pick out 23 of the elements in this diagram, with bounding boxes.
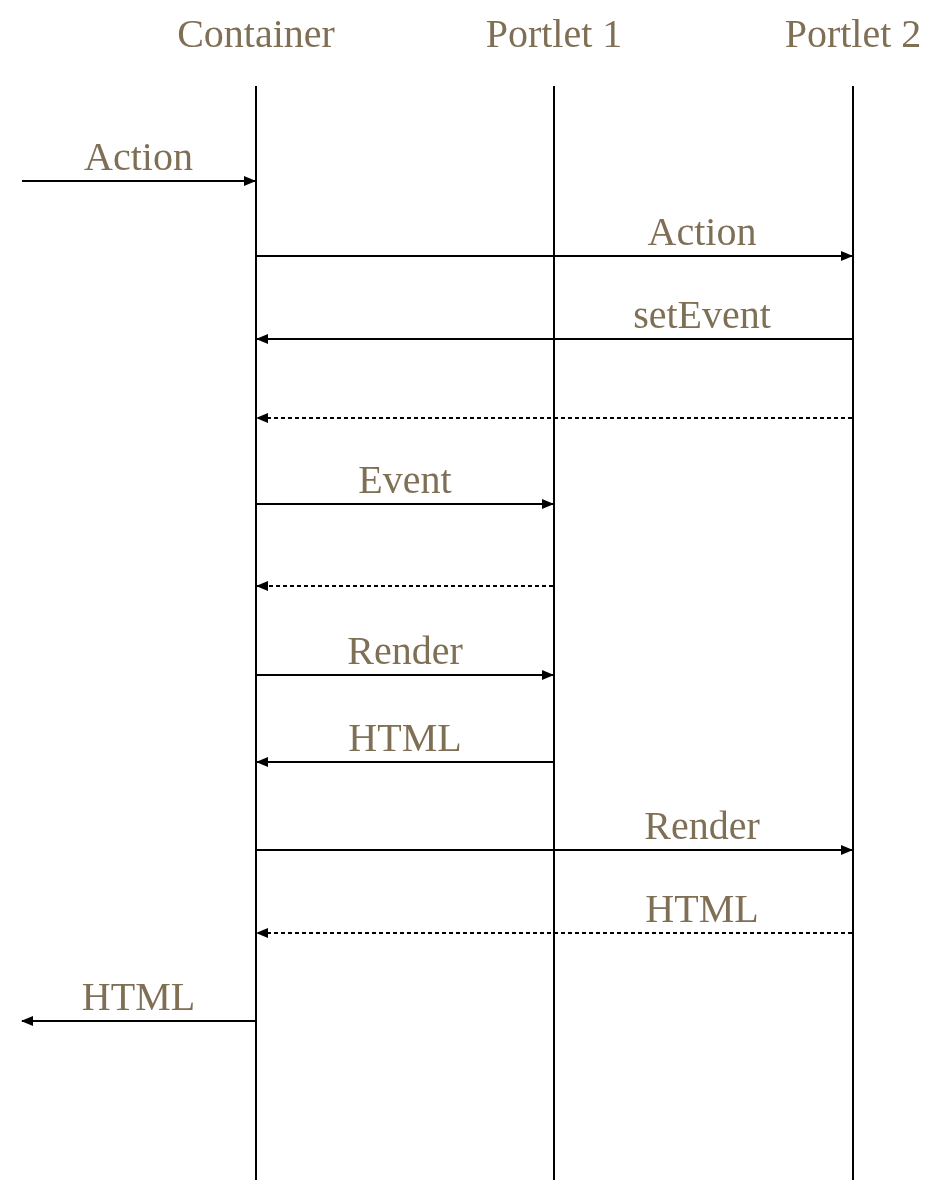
message-arrow [256, 499, 554, 509]
message-arrow [256, 670, 554, 680]
return-arrow [256, 928, 853, 938]
lifeline-header: Container [176, 10, 336, 58]
message-arrow [256, 845, 853, 855]
return-arrow [256, 413, 853, 423]
message-arrow [256, 251, 853, 261]
message-label: Action [647, 210, 757, 254]
message-label: Render [644, 804, 760, 848]
message-label: Action [84, 135, 193, 179]
message-label: HTML [81, 975, 196, 1019]
message-label: HTML [348, 716, 462, 760]
message-label: Event [358, 458, 452, 502]
message-arrow [256, 757, 554, 767]
message-arrow [21, 176, 256, 186]
lifeline-header: Portlet 2 [783, 10, 923, 58]
message-label: HTML [645, 887, 759, 931]
message-arrow [21, 1016, 256, 1026]
lifeline-header: Portlet 1 [484, 10, 624, 58]
message-arrow [256, 334, 853, 344]
return-arrow [256, 581, 554, 591]
message-label: setEvent [633, 293, 771, 337]
message-label: Render [347, 629, 463, 673]
